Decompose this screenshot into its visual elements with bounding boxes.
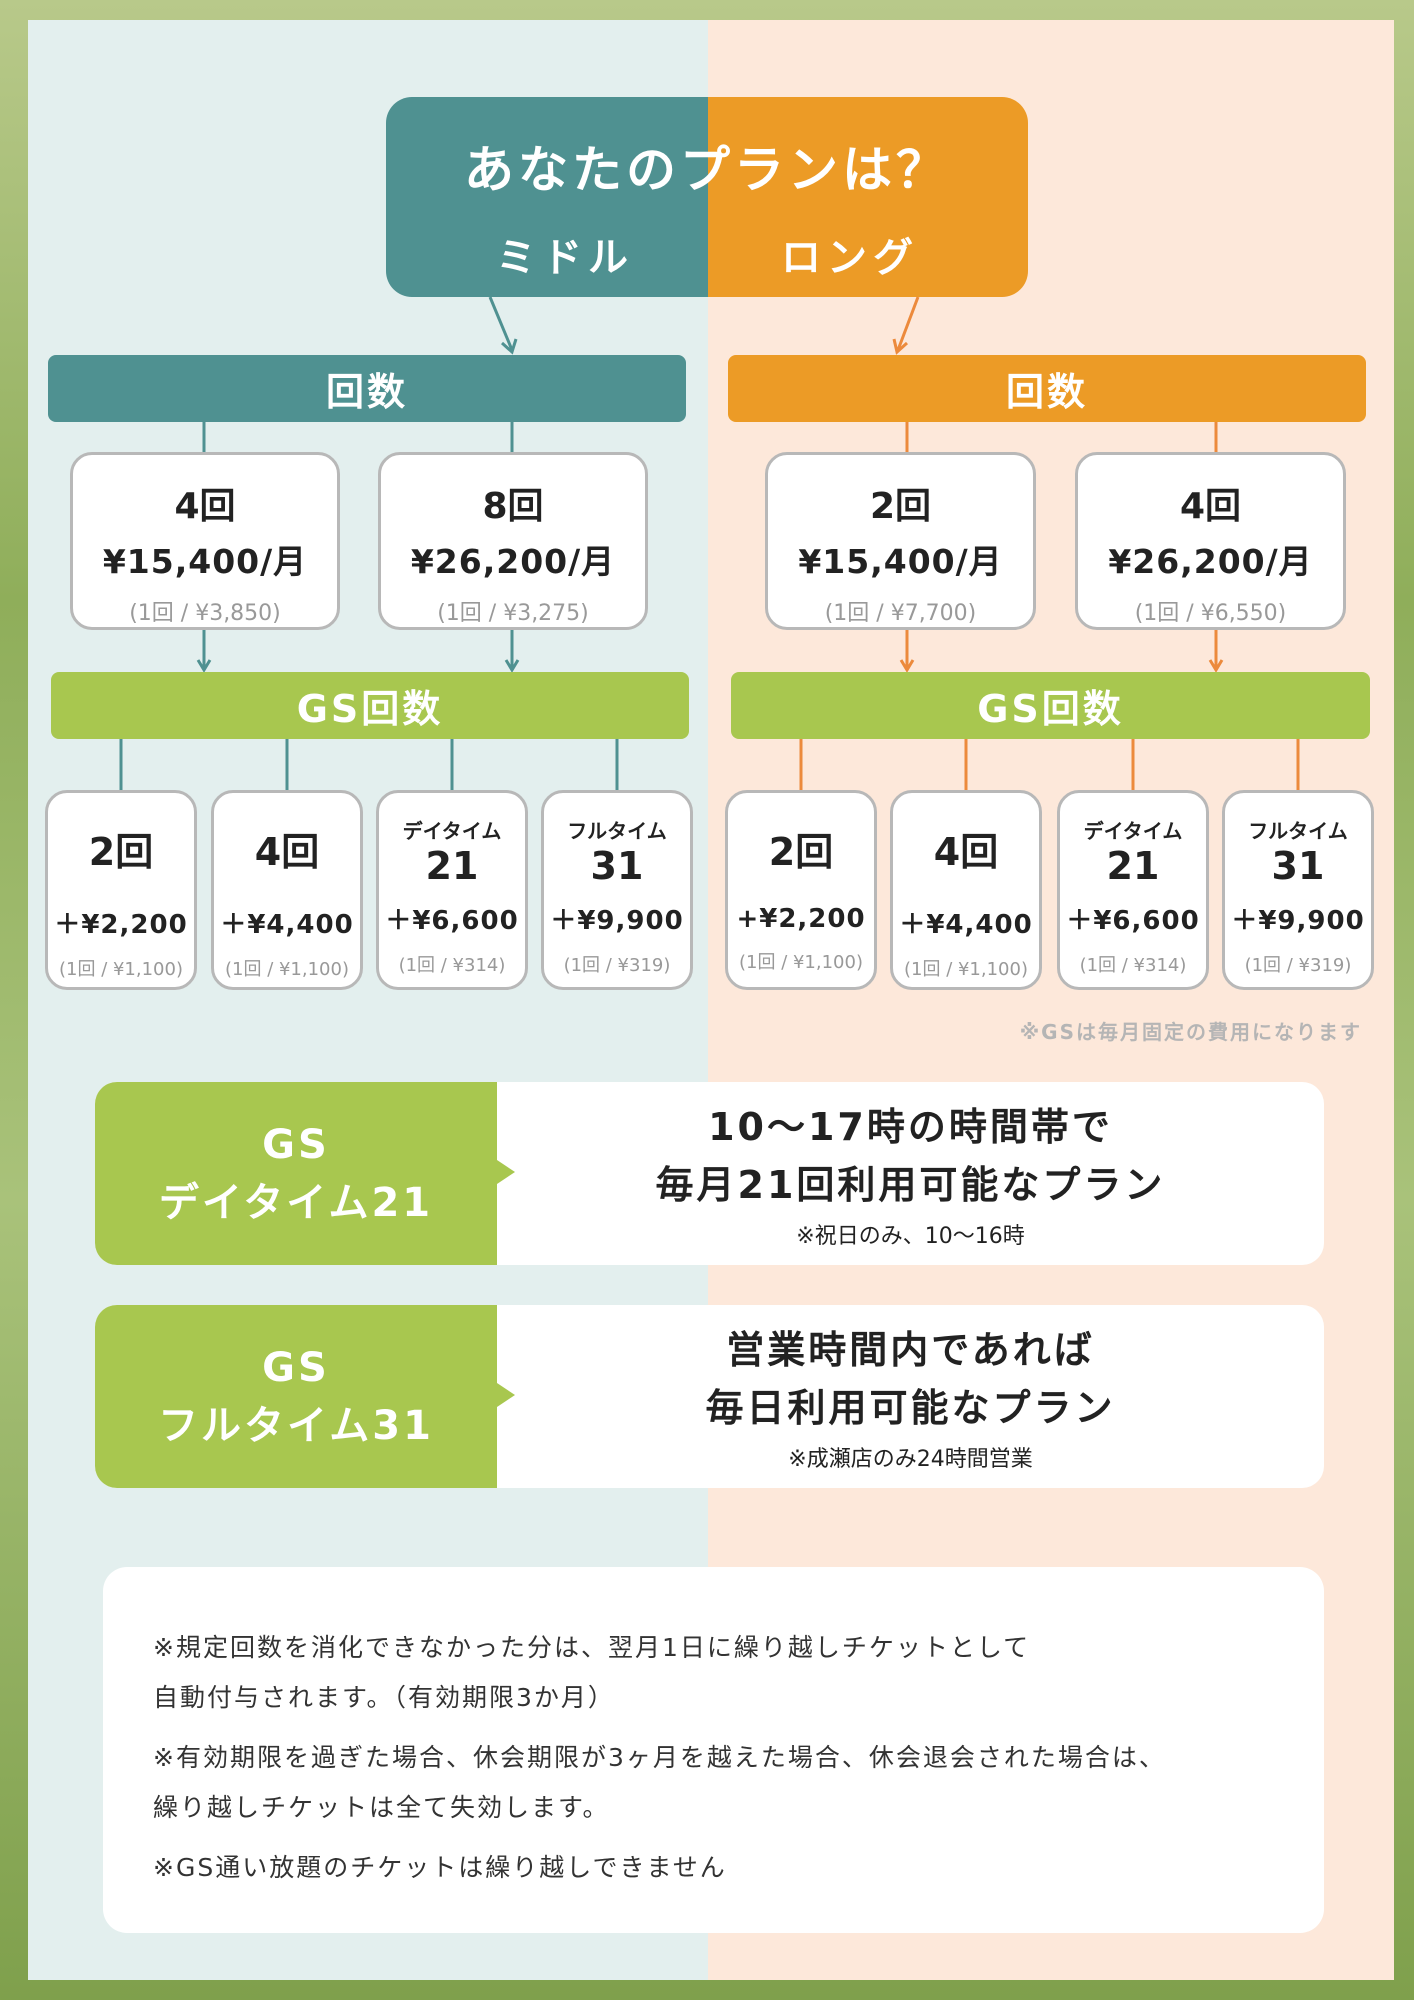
gs-card[interactable]: 2回+¥2,200(1回 / ¥1,100) [725, 790, 877, 990]
long-count-bar: 回数 [728, 355, 1366, 422]
plan-card[interactable]: 4回¥15,400/月(1回 / ¥3,850) [70, 452, 340, 630]
title-box [386, 97, 1028, 297]
plan-card[interactable]: 4回¥26,200/月(1回 / ¥6,550) [1075, 452, 1346, 630]
gs-note: ※GSは毎月固定の費用になります [1019, 1020, 1362, 1044]
page-title: あなたのプランは？ [464, 141, 950, 199]
gs-card[interactable]: 4回＋¥4,400(1回 / ¥1,100) [890, 790, 1042, 990]
gs-card[interactable]: 4回＋¥4,400(1回 / ¥1,100) [211, 790, 363, 990]
middle-gs-bar: GS回数 [51, 672, 689, 739]
long-gs-bar: GS回数 [731, 672, 1370, 739]
plan-middle-label: ミドル [496, 235, 634, 281]
gs-card[interactable]: 2回＋¥2,200(1回 / ¥1,100) [45, 790, 197, 990]
connector-lines [119, 296, 1300, 790]
plan-long-label: ロング [781, 235, 919, 281]
middle-count-bar: 回数 [48, 355, 686, 422]
notes-box: ※規定回数を消化できなかった分は、翌月1日に繰り越しチケットとして自動付与されま… [103, 1567, 1324, 1933]
plan-card[interactable]: 2回¥15,400/月(1回 / ¥7,700) [765, 452, 1036, 630]
plan-card[interactable]: 8回¥26,200/月(1回 / ¥3,275) [378, 452, 648, 630]
